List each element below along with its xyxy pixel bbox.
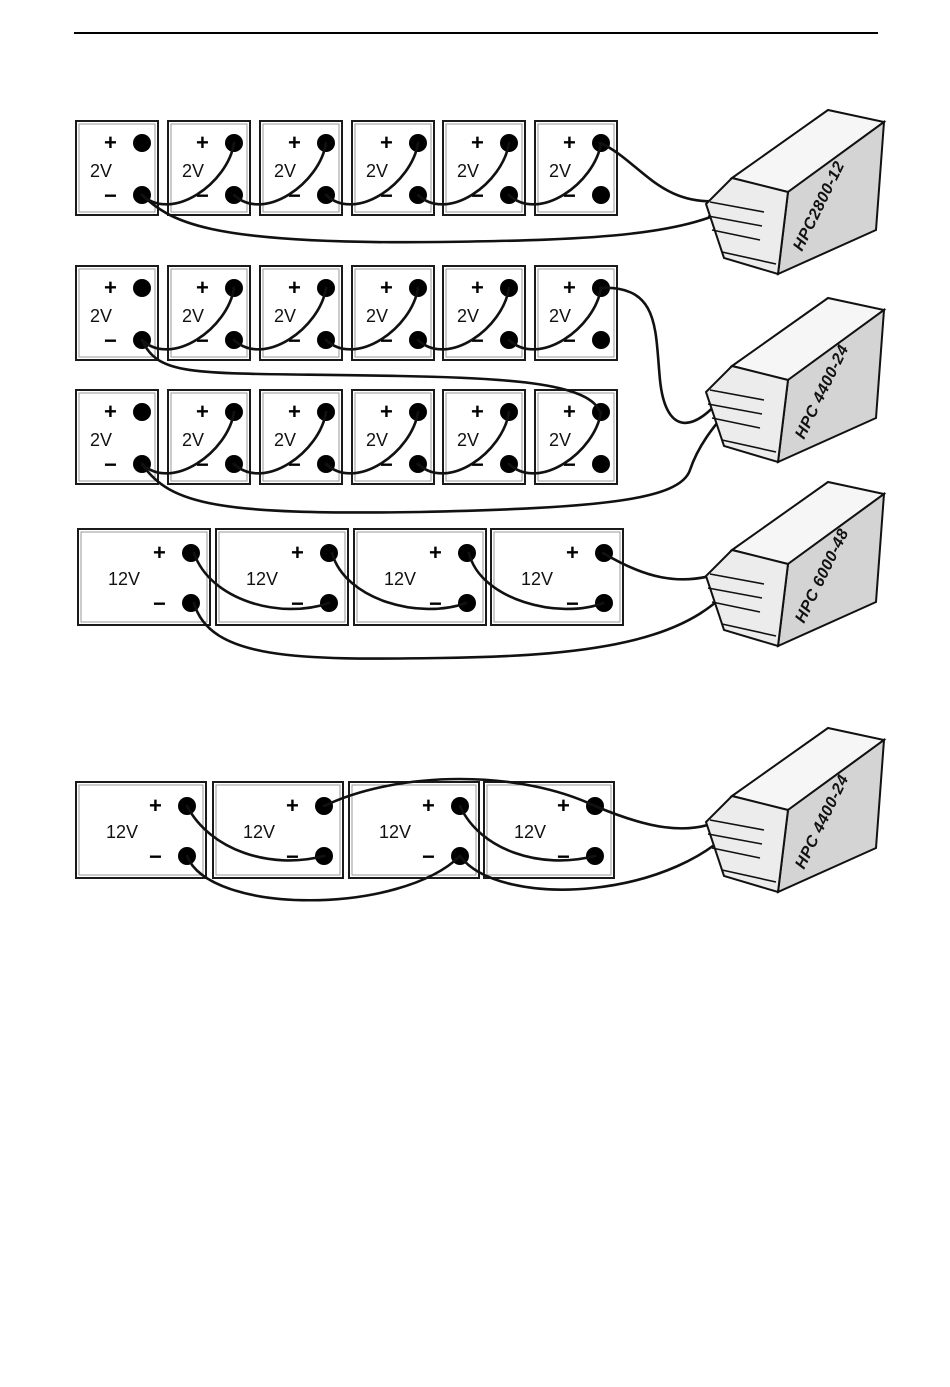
positive-terminal <box>133 403 151 421</box>
plus-sign: + <box>380 275 393 300</box>
charger-2: HPC 4400-24 <box>706 298 884 462</box>
battery-cell-12v <box>213 782 343 878</box>
minus-sign: − <box>566 591 579 616</box>
charger-1: HPC2800-12 <box>706 110 884 274</box>
voltage-label: 2V <box>366 306 388 326</box>
plus-sign: + <box>286 793 299 818</box>
voltage-label: 2V <box>549 430 571 450</box>
voltage-label: 12V <box>108 569 140 589</box>
plus-sign: + <box>291 540 304 565</box>
plus-sign: + <box>288 130 301 155</box>
plus-sign: + <box>380 399 393 424</box>
voltage-label: 2V <box>274 430 296 450</box>
voltage-label: 2V <box>366 430 388 450</box>
voltage-label: 2V <box>366 161 388 181</box>
plus-sign: + <box>422 793 435 818</box>
plus-sign: + <box>563 275 576 300</box>
minus-sign: − <box>557 844 570 869</box>
voltage-label: 2V <box>274 306 296 326</box>
voltage-label: 2V <box>90 430 112 450</box>
charger-3: HPC 6000-48 <box>706 482 884 646</box>
negative-terminal <box>592 331 610 349</box>
minus-sign: − <box>104 183 117 208</box>
voltage-label: 2V <box>182 161 204 181</box>
charger-front-face <box>706 178 788 274</box>
battery-cell-12v <box>491 529 623 625</box>
plus-sign: + <box>563 399 576 424</box>
charger-lead-positive <box>600 143 728 201</box>
voltage-label: 12V <box>384 569 416 589</box>
negative-terminal <box>592 455 610 473</box>
plus-sign: + <box>429 540 442 565</box>
battery-cell-2v <box>76 121 158 215</box>
minus-sign: − <box>149 844 162 869</box>
battery-cell-12v <box>349 782 479 878</box>
plus-sign: + <box>288 275 301 300</box>
voltage-label: 2V <box>182 306 204 326</box>
minus-sign: − <box>422 844 435 869</box>
voltage-label: 12V <box>521 569 553 589</box>
voltage-label: 2V <box>457 161 479 181</box>
battery-cell-12v <box>354 529 486 625</box>
voltage-label: 12V <box>243 822 275 842</box>
plus-sign: + <box>104 130 117 155</box>
plus-sign: + <box>471 130 484 155</box>
plus-sign: + <box>104 275 117 300</box>
battery-cell-12v <box>216 529 348 625</box>
plus-sign: + <box>557 793 570 818</box>
positive-terminal <box>458 544 476 562</box>
voltage-label: 12V <box>514 822 546 842</box>
plus-sign: + <box>104 399 117 424</box>
plus-sign: + <box>471 275 484 300</box>
voltage-label: 2V <box>549 306 571 326</box>
charger-4: HPC 4400-24 <box>706 728 884 892</box>
plus-sign: + <box>196 130 209 155</box>
voltage-label: 2V <box>457 306 479 326</box>
voltage-label: 2V <box>549 161 571 181</box>
voltage-label: 2V <box>274 161 296 181</box>
voltage-label: 12V <box>379 822 411 842</box>
minus-sign: − <box>153 591 166 616</box>
plus-sign: + <box>196 399 209 424</box>
battery-cell-2v <box>443 266 525 360</box>
battery-cell-12v <box>76 782 206 878</box>
positive-terminal <box>133 279 151 297</box>
plus-sign: + <box>563 130 576 155</box>
voltage-label: 12V <box>246 569 278 589</box>
minus-sign: − <box>429 591 442 616</box>
battery-cell-12v <box>78 529 210 625</box>
plus-sign: + <box>288 399 301 424</box>
battery-cells: +−2V+−2V+−2V+−2V+−2V+−2V+−2V+−2V+−2V+−2V… <box>76 121 623 878</box>
plus-sign: + <box>196 275 209 300</box>
plus-sign: + <box>471 399 484 424</box>
battery-cell-2v <box>443 390 525 484</box>
minus-sign: − <box>291 591 304 616</box>
plus-sign: + <box>566 540 579 565</box>
battery-cell-2v <box>443 121 525 215</box>
voltage-label: 2V <box>182 430 204 450</box>
voltage-label: 2V <box>90 306 112 326</box>
voltage-label: 2V <box>457 430 479 450</box>
voltage-label: 12V <box>106 822 138 842</box>
minus-sign: − <box>286 844 299 869</box>
plus-sign: + <box>149 793 162 818</box>
positive-terminal <box>133 134 151 152</box>
plus-sign: + <box>380 130 393 155</box>
plus-sign: + <box>153 540 166 565</box>
negative-terminal <box>592 186 610 204</box>
minus-sign: − <box>104 452 117 477</box>
minus-sign: − <box>104 328 117 353</box>
battery-cell-12v <box>484 782 614 878</box>
voltage-label: 2V <box>90 161 112 181</box>
